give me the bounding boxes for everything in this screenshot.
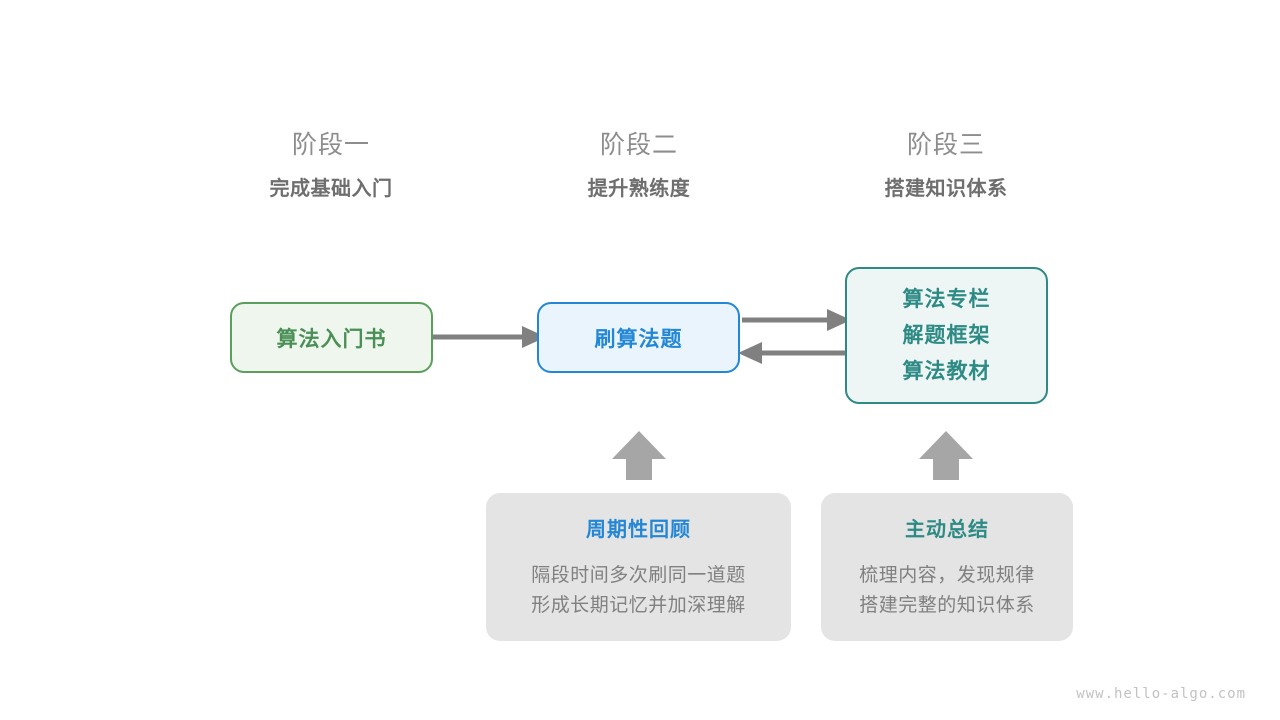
block-arrow-up-summary [919,431,973,480]
stage-header-2: 阶段二 提升熟练度 [509,128,769,204]
arrow-knowledge-to-practice [738,342,846,364]
card-periodic-review[interactable]: 周期性回顾 隔段时间多次刷同一道题 形成长期记忆并加深理解 [486,493,791,641]
card-periodic-review-body-line-2: 形成长期记忆并加深理解 [531,595,746,616]
stage-1-subtitle: 完成基础入门 [269,178,393,200]
card-active-summary-title: 主动总结 [905,519,989,541]
block-arrow-up-review [612,431,666,480]
node-practice-problems-label: 刷算法题 [594,327,683,351]
card-periodic-review-body-line-1: 隔段时间多次刷同一道题 [531,565,746,586]
card-active-summary-body-line-1: 梳理内容，发现规律 [859,565,1035,586]
stage-1-title: 阶段一 [291,131,370,159]
node-knowledge-line-3: 算法教材 [902,359,991,383]
node-algorithm-intro-book[interactable]: 算法入门书 [230,302,433,373]
node-knowledge-line-2: 解题框架 [902,323,991,347]
card-active-summary[interactable]: 主动总结 梳理内容，发现规律 搭建完整的知识体系 [821,493,1073,641]
card-active-summary-body-line-2: 搭建完整的知识体系 [859,595,1035,616]
site-watermark: www.hello-algo.com [1076,686,1246,702]
stage-header-1: 阶段一 完成基础入门 [201,128,461,204]
stage-3-title: 阶段三 [906,131,985,159]
stage-header-3: 阶段三 搭建知识体系 [816,128,1076,204]
arrow-practice-to-knowledge [742,309,851,331]
node-algorithm-intro-book-label: 算法入门书 [276,327,387,351]
card-periodic-review-body: 隔段时间多次刷同一道题 形成长期记忆并加深理解 [531,561,746,621]
card-periodic-review-title: 周期性回顾 [586,519,691,541]
stage-2-title: 阶段二 [599,131,678,159]
arrow-book-to-practice [433,326,546,348]
card-active-summary-body: 梳理内容，发现规律 搭建完整的知识体系 [859,561,1035,621]
stage-3-subtitle: 搭建知识体系 [884,178,1008,200]
node-knowledge-line-1: 算法专栏 [902,287,991,311]
node-knowledge-resources[interactable]: 算法专栏 解题框架 算法教材 [845,267,1048,404]
node-practice-problems[interactable]: 刷算法题 [537,302,740,373]
stage-2-subtitle: 提升熟练度 [587,178,691,200]
